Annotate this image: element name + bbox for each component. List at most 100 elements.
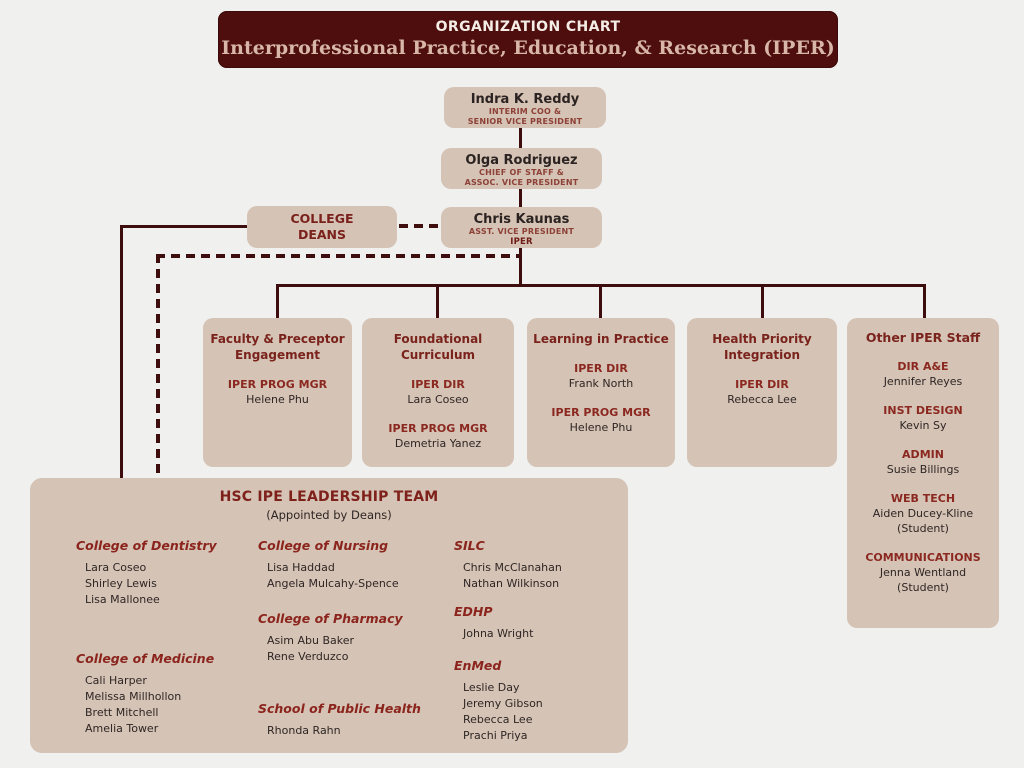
role-names: Helene Phu	[527, 420, 675, 435]
department-title: Learning in Practice	[533, 332, 669, 346]
connector-drop-faculty	[276, 284, 279, 318]
role-label: COMMUNICATIONS	[865, 551, 981, 564]
college-deans-box: COLLEGE DEANS	[247, 206, 397, 248]
role-block: COMMUNICATIONS Jenna Wentland (Student)	[847, 550, 999, 595]
person-title: INTERIM COO &	[488, 107, 562, 116]
role-label: IPER PROG MGR	[551, 406, 651, 419]
person-name: Brett Mitchell	[85, 706, 159, 719]
leadership-group: School of Public Health Rhonda Rahn	[258, 701, 450, 739]
person-name: Melissa Millhollon	[85, 690, 182, 703]
person-name: Olga Rodriguez	[465, 153, 578, 168]
connector-drop-learning	[599, 284, 602, 318]
role-block: IPER PROG MGR Helene Phu	[203, 377, 352, 407]
group-heading: SILC	[454, 538, 485, 553]
group-heading: College of Nursing	[258, 538, 389, 553]
connector-dashed-kaunas-left	[156, 254, 521, 258]
role-names: Kevin Sy	[847, 418, 999, 433]
role-block: IPER PROG MGR Helene Phu	[527, 405, 675, 435]
chart-subtitle: Interprofessional Practice, Education, &…	[221, 37, 835, 59]
role-block: DIR A&E Jennifer Reyes	[847, 359, 999, 389]
department-roles: IPER DIR Frank North IPER PROG MGR Helen…	[527, 361, 675, 435]
person-name: Chris Kaunas	[473, 212, 570, 227]
person-name: (Student)	[897, 581, 949, 594]
person-name: Helene Phu	[569, 421, 633, 434]
person-name: Johna Wright	[463, 627, 534, 640]
role-label: IPER PROG MGR	[388, 422, 488, 435]
connector-drop-health	[761, 284, 764, 318]
person-name: Asim Abu Baker	[267, 634, 355, 647]
connector-dashed-down-hsc	[156, 254, 160, 478]
group-heading: College of Pharmacy	[258, 611, 403, 626]
group-heading: EnMed	[454, 658, 502, 673]
person-name: Rebecca Lee	[727, 393, 797, 406]
person-name: Lara Coseo	[85, 561, 147, 574]
other-staff-box: Other IPER Staff DIR A&E Jennifer Reyes …	[847, 318, 999, 628]
role-label: IPER DIR	[735, 378, 789, 391]
leadership-team-box: HSC IPE LEADERSHIP TEAM (Appointed by De…	[30, 478, 628, 753]
person-box-reddy: Indra K. Reddy INTERIM COO & SENIOR VICE…	[444, 87, 606, 128]
chart-header: ORGANIZATION CHART Interprofessional Pra…	[218, 11, 838, 68]
person-name: Frank North	[568, 377, 634, 390]
person-name: Rhonda Rahn	[267, 724, 341, 737]
person-title: ASSOC. VICE PRESIDENT	[464, 178, 579, 187]
other-staff-roles: DIR A&E Jennifer Reyes INST DESIGN Kevin…	[847, 359, 999, 595]
group-heading: College of Medicine	[76, 651, 215, 666]
role-label: WEB TECH	[890, 492, 956, 505]
person-name: Prachi Priya	[463, 729, 528, 742]
chart-title: ORGANIZATION CHART	[435, 19, 621, 35]
department-title: Foundational Curriculum	[393, 332, 483, 362]
person-name: Rebecca Lee	[463, 713, 533, 726]
role-label: IPER PROG MGR	[227, 378, 328, 391]
department-box: Faculty & Preceptor Engagement IPER PROG…	[203, 318, 352, 467]
person-title: ASST. VICE PRESIDENT	[468, 227, 575, 236]
role-names: Aiden Ducey-Kline(Student)	[847, 506, 999, 536]
college-deans-line: DEANS	[297, 227, 347, 242]
other-staff-title: Other IPER Staff	[865, 330, 981, 345]
department-roles: IPER DIR Rebecca Lee	[687, 377, 837, 407]
department-roles: IPER DIR Lara Coseo IPER PROG MGR Demetr…	[362, 377, 514, 451]
role-label: IPER DIR	[574, 362, 628, 375]
role-label: IPER DIR	[411, 378, 465, 391]
person-name: Shirley Lewis	[85, 577, 157, 590]
leadership-subtitle: (Appointed by Deans)	[266, 508, 392, 522]
role-names: Helene Phu	[203, 392, 352, 407]
role-names: Rebecca Lee	[687, 392, 837, 407]
role-block: IPER DIR Lara Coseo	[362, 377, 514, 407]
person-name: Jeremy Gibson	[463, 697, 543, 710]
leadership-title: HSC IPE LEADERSHIP TEAM	[219, 489, 439, 505]
person-name: Aiden Ducey-Kline	[872, 507, 974, 520]
group-heading: School of Public Health	[258, 701, 421, 716]
person-name: Nathan Wilkinson	[463, 577, 560, 590]
role-names: Frank North	[527, 376, 675, 391]
person-name: Kevin Sy	[899, 419, 947, 432]
role-block: INST DESIGN Kevin Sy	[847, 403, 999, 433]
department-title: Faculty & Preceptor Engagement	[210, 332, 345, 362]
person-name: Indra K. Reddy	[470, 92, 580, 107]
role-names: Lara Coseo	[362, 392, 514, 407]
person-box-kaunas: Chris Kaunas ASST. VICE PRESIDENT IPER	[441, 207, 602, 248]
connector-reddy-rodriguez	[519, 127, 522, 149]
group-names: Johna Wright	[454, 626, 624, 642]
connector-rodriguez-kaunas	[519, 188, 522, 208]
department-box: Health Priority Integration IPER DIR Reb…	[687, 318, 837, 467]
person-name: Jenna Wentland	[879, 566, 967, 579]
role-label: ADMIN	[902, 448, 944, 461]
connector-drop-foundational	[436, 284, 439, 318]
person-title: CHIEF OF STAFF &	[479, 168, 564, 177]
group-heading: College of Dentistry	[76, 538, 217, 553]
college-deans-label: COLLEGE DEANS	[290, 211, 353, 243]
role-block: WEB TECH Aiden Ducey-Kline(Student)	[847, 491, 999, 536]
person-name: Cali Harper	[85, 674, 147, 687]
